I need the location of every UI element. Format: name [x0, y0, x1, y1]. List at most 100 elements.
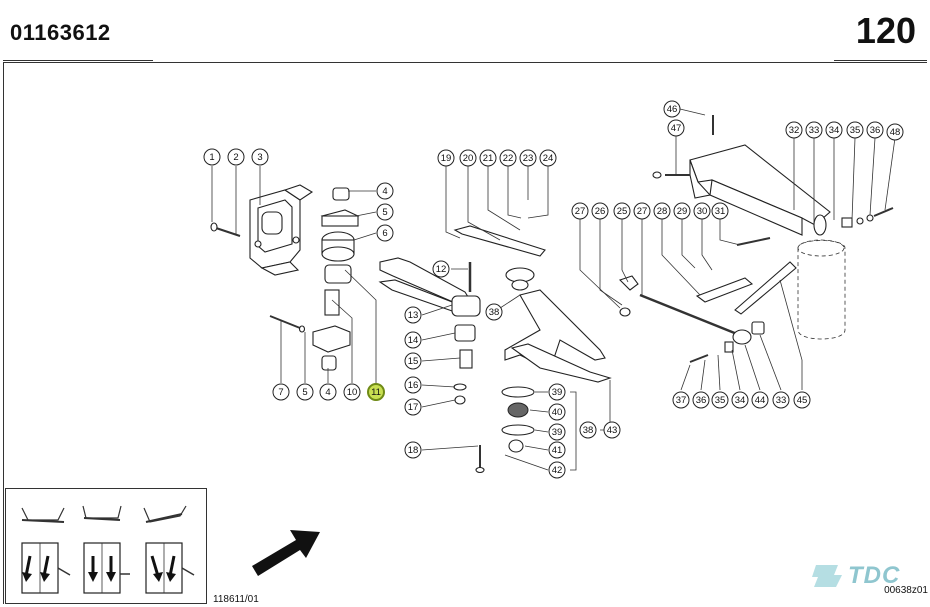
callout-29: 29 [673, 202, 691, 220]
callout-5: 5 [296, 383, 314, 401]
callout-3: 3 [251, 148, 269, 166]
callout-label: 18 [408, 445, 419, 456]
tdc-logo-text: TDC [848, 562, 901, 589]
callout-4: 4 [319, 383, 337, 401]
callout-label: 38 [583, 425, 594, 436]
swing-arm-part [378, 257, 481, 405]
callout-label: 20 [463, 153, 474, 164]
callout-label: 16 [408, 380, 419, 391]
callout-label: 21 [483, 153, 494, 164]
tank-part [797, 239, 846, 340]
callout-label: 44 [755, 395, 766, 406]
callout-1: 1 [203, 148, 221, 166]
callout-16: 16 [404, 376, 422, 394]
callout-label: 30 [697, 206, 708, 217]
callout-35: 35 [846, 121, 864, 139]
bushing-stack [269, 187, 360, 371]
callout-label: 35 [715, 395, 726, 406]
callout-41: 41 [548, 441, 566, 459]
callout-5: 5 [376, 203, 394, 221]
callout-23: 23 [519, 149, 537, 167]
callout-label: 34 [735, 395, 746, 406]
callout-label: 15 [408, 356, 419, 367]
callout-label: 3 [257, 152, 262, 163]
callout-label: 23 [523, 153, 534, 164]
callout-label: 25 [617, 206, 628, 217]
callout-39: 39 [548, 383, 566, 401]
callout-38: 38 [485, 303, 503, 321]
callout-label: 37 [676, 395, 687, 406]
callout-27: 27 [571, 202, 589, 220]
callout-label: 36 [696, 395, 707, 406]
callout-label: 29 [677, 206, 688, 217]
header-rule-left [3, 60, 153, 61]
callout-46: 46 [663, 100, 681, 118]
callout-15: 15 [404, 352, 422, 370]
callout-label: 5 [302, 387, 307, 398]
callout-label: 35 [850, 125, 861, 136]
callout-label: 39 [552, 387, 563, 398]
callout-label: 39 [552, 427, 563, 438]
callout-label: 46 [667, 104, 678, 115]
direction-arrow-icon [252, 530, 320, 576]
callout-label: 5 [382, 207, 387, 218]
callout-label: 40 [552, 407, 563, 418]
diagram-frame [3, 62, 927, 604]
callout-6: 6 [376, 224, 394, 242]
callout-label: 28 [657, 206, 668, 217]
callout-35: 35 [711, 391, 729, 409]
callout-42: 42 [548, 461, 566, 479]
callout-30: 30 [693, 202, 711, 220]
callout-39: 39 [548, 423, 566, 441]
callout-label: 12 [436, 264, 447, 275]
page-number: 120 [855, 10, 916, 51]
callout-45: 45 [793, 391, 811, 409]
callout-34: 34 [731, 391, 749, 409]
callout-36: 36 [692, 391, 710, 409]
callout-12: 12 [432, 260, 450, 278]
callout-21: 21 [479, 149, 497, 167]
callout-label: 19 [441, 153, 452, 164]
callout-label: 33 [809, 125, 820, 136]
callout-2: 2 [227, 148, 245, 166]
callout-label: 48 [890, 127, 901, 138]
callout-label: 24 [543, 153, 554, 164]
callout-25: 25 [613, 202, 631, 220]
callout-18: 18 [404, 441, 422, 459]
callout-13: 13 [404, 306, 422, 324]
callout-7: 7 [272, 383, 290, 401]
callout-48: 48 [886, 123, 904, 141]
callout-label: 42 [552, 465, 563, 476]
callout-label: 36 [870, 125, 881, 136]
header-rule-right [834, 60, 927, 61]
callout-28: 28 [653, 202, 671, 220]
drawing-reference: 118611/01 [213, 594, 259, 605]
callout-4: 4 [376, 182, 394, 200]
mounting-positions-inset [5, 488, 207, 604]
tdc-logo-icon [812, 565, 842, 587]
callout-43: 43 [603, 421, 621, 439]
callout-label: 38 [489, 307, 500, 318]
callout-34: 34 [825, 121, 843, 139]
callout-36: 36 [866, 121, 884, 139]
callout-label: 47 [671, 123, 682, 134]
callout-17: 17 [404, 398, 422, 416]
callout-20: 20 [459, 149, 477, 167]
callout-11: 11 [367, 383, 385, 401]
callout-33: 33 [772, 391, 790, 409]
callout-label: 27 [637, 206, 648, 217]
callout-label: 32 [789, 125, 800, 136]
callout-label: 22 [503, 153, 514, 164]
callout-37: 37 [672, 391, 690, 409]
tie-rod-part [618, 237, 797, 363]
callout-label: 43 [607, 425, 618, 436]
linkage-plate-part [453, 225, 612, 474]
callout-label: 7 [278, 387, 283, 398]
callout-label: 34 [829, 125, 840, 136]
callout-10: 10 [343, 383, 361, 401]
callout-40: 40 [548, 403, 566, 421]
callout-24: 24 [539, 149, 557, 167]
